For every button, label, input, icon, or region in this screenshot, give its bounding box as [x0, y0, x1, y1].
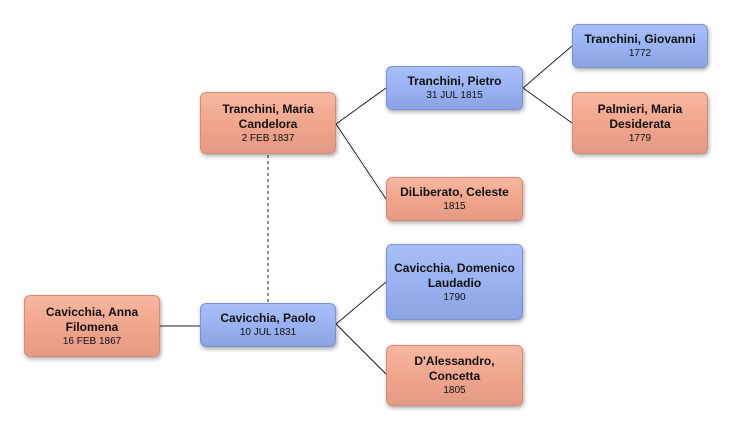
person-card-anna-cavicchia[interactable]: Cavicchia, Anna Filomena 16 FEB 1867: [24, 295, 160, 357]
person-date: 1779: [628, 132, 652, 144]
person-date: 16 FEB 1867: [62, 335, 122, 347]
person-name: Tranchini, Maria Candelora: [222, 101, 314, 131]
person-name: Palmieri, Maria Desiderata: [597, 101, 683, 131]
person-card-concetta-dalessandro[interactable]: D'Alessandro, Concetta 1805: [386, 345, 523, 406]
person-name: DiLiberato, Celeste: [400, 185, 509, 199]
person-name: Cavicchia, Paolo: [220, 311, 316, 325]
person-name: Tranchini, Pietro: [407, 74, 502, 88]
person-card-giovanni-tranchini[interactable]: Tranchini, Giovanni 1772: [572, 24, 708, 68]
person-name: Tranchini, Giovanni: [584, 32, 696, 46]
person-card-celeste-diliberato[interactable]: DiLiberato, Celeste 1815: [386, 177, 523, 221]
connector-maria-celeste: [335, 123, 387, 200]
connector-pietro-giovanni: [522, 45, 573, 89]
person-date: 1815: [443, 201, 466, 212]
person-date: 2 FEB 1837: [241, 132, 295, 144]
connector-maria-pietro: [335, 87, 387, 125]
person-name: Cavicchia, Domenico Laudadio: [394, 260, 515, 290]
person-date: 1805: [443, 385, 466, 396]
person-card-paolo-cavicchia[interactable]: Cavicchia, Paolo 10 JUL 1831: [200, 303, 336, 347]
connector-pietro-palmieri: [522, 87, 573, 124]
connector-paolo-concetta: [335, 323, 387, 375]
person-card-pietro-tranchini[interactable]: Tranchini, Pietro 31 JUL 1815: [386, 66, 523, 110]
person-date: 10 JUL 1831: [239, 327, 297, 338]
person-card-maria-palmieri[interactable]: Palmieri, Maria Desiderata 1779: [572, 92, 708, 154]
person-date: 31 JUL 1815: [426, 90, 483, 101]
person-name: Cavicchia, Anna Filomena: [45, 304, 139, 334]
person-card-domenico-cavicchia[interactable]: Cavicchia, Domenico Laudadio 1790: [386, 244, 523, 320]
person-name: D'Alessandro, Concetta: [414, 354, 495, 383]
person-card-maria-tranchini[interactable]: Tranchini, Maria Candelora 2 FEB 1837: [200, 92, 336, 154]
person-date: 1772: [628, 48, 652, 59]
connector-paolo-domenico: [335, 281, 387, 325]
person-date: 1790: [443, 291, 466, 303]
